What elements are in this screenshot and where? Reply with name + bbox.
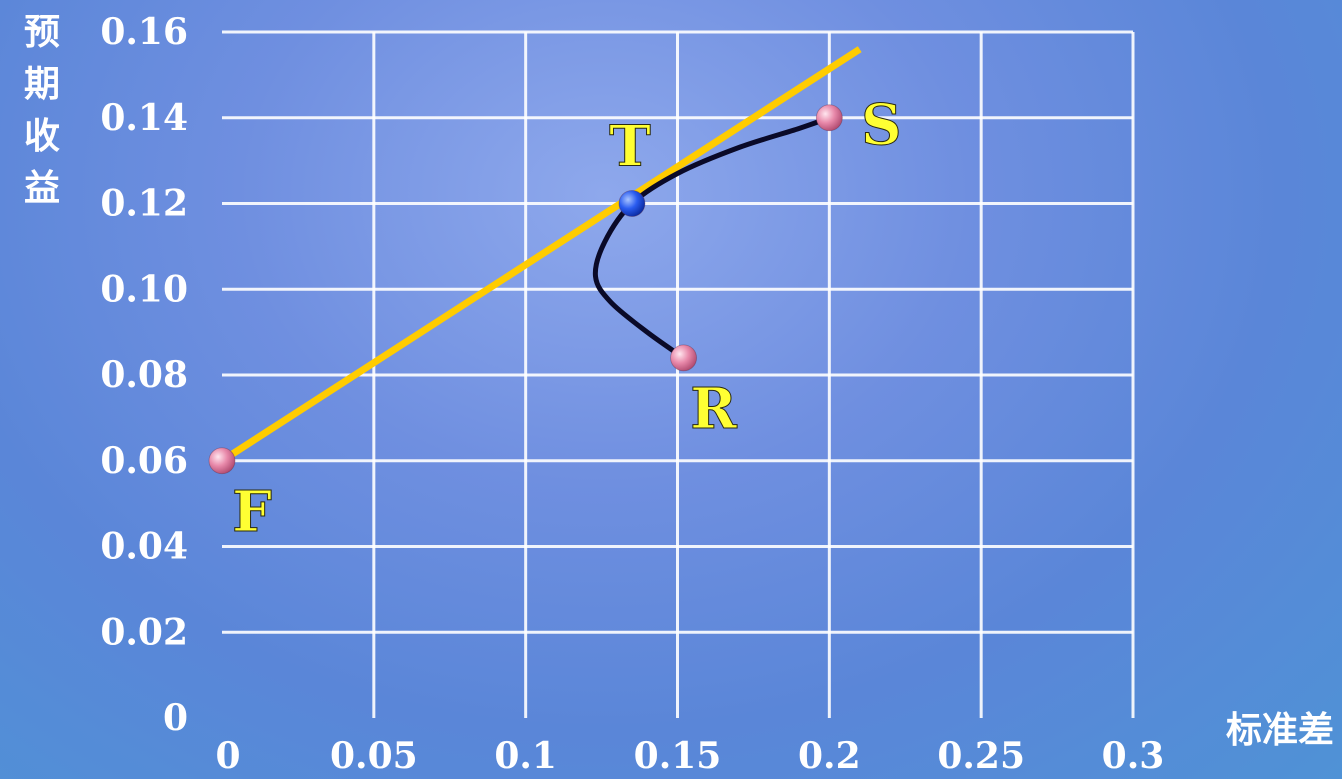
x-tick-label-2: 0.1: [494, 735, 557, 777]
y-tick-label-1: 0.02: [100, 611, 188, 653]
point-label-F: F: [232, 479, 272, 545]
point-F: [208, 447, 236, 475]
tick-labels: 0 0.02 0.04 0.06 0.08 0.10 0.12 0.14 0.16 0 0.05 0.…: [100, 11, 1164, 777]
y-axis-label-char: 益: [24, 168, 60, 209]
y-axis-label-char: 收: [24, 116, 60, 157]
x-tick-label-6: 0.3: [1102, 735, 1165, 777]
point-R: [670, 344, 697, 372]
axes: [219, 32, 1133, 721]
y-tick-label-8: 0.16: [100, 11, 188, 53]
y-axis-label-char: 期: [24, 64, 60, 105]
point-label-T: T: [609, 114, 651, 180]
y-tick-label-4: 0.08: [100, 354, 188, 396]
point-S: [815, 104, 843, 132]
grid: [222, 30, 1135, 718]
point-T: [618, 190, 646, 217]
x-tick-label-3: 0.15: [634, 735, 722, 777]
x-tick-label-4: 0.2: [798, 735, 861, 777]
point-label-S: S: [861, 92, 901, 158]
y-tick-label-6: 0.12: [100, 183, 188, 225]
y-tick-label-2: 0.04: [100, 526, 188, 568]
x-axis-label: 标准差: [1226, 710, 1334, 751]
x-tick-label-5: 0.25: [937, 735, 1025, 777]
point-label-R: R: [690, 376, 737, 442]
x-tick-label-1: 0.05: [330, 735, 418, 777]
axis-titles: 预期收益 标准差: [24, 12, 1334, 751]
y-tick-label-3: 0.06: [100, 440, 188, 482]
series-line-0: [220, 46, 862, 464]
y-tick-label-7: 0.14: [100, 97, 188, 139]
y-tick-label-0: 0: [163, 697, 188, 739]
y-tick-label-5: 0.10: [100, 268, 188, 310]
series: [220, 46, 862, 464]
points: F S R T: [208, 91, 902, 545]
y-axis-label-char: 预: [24, 12, 60, 53]
x-tick-label-0: 0: [215, 735, 240, 777]
y-axis-label: 预期收益: [24, 12, 60, 209]
series-line-1: [592, 115, 832, 361]
